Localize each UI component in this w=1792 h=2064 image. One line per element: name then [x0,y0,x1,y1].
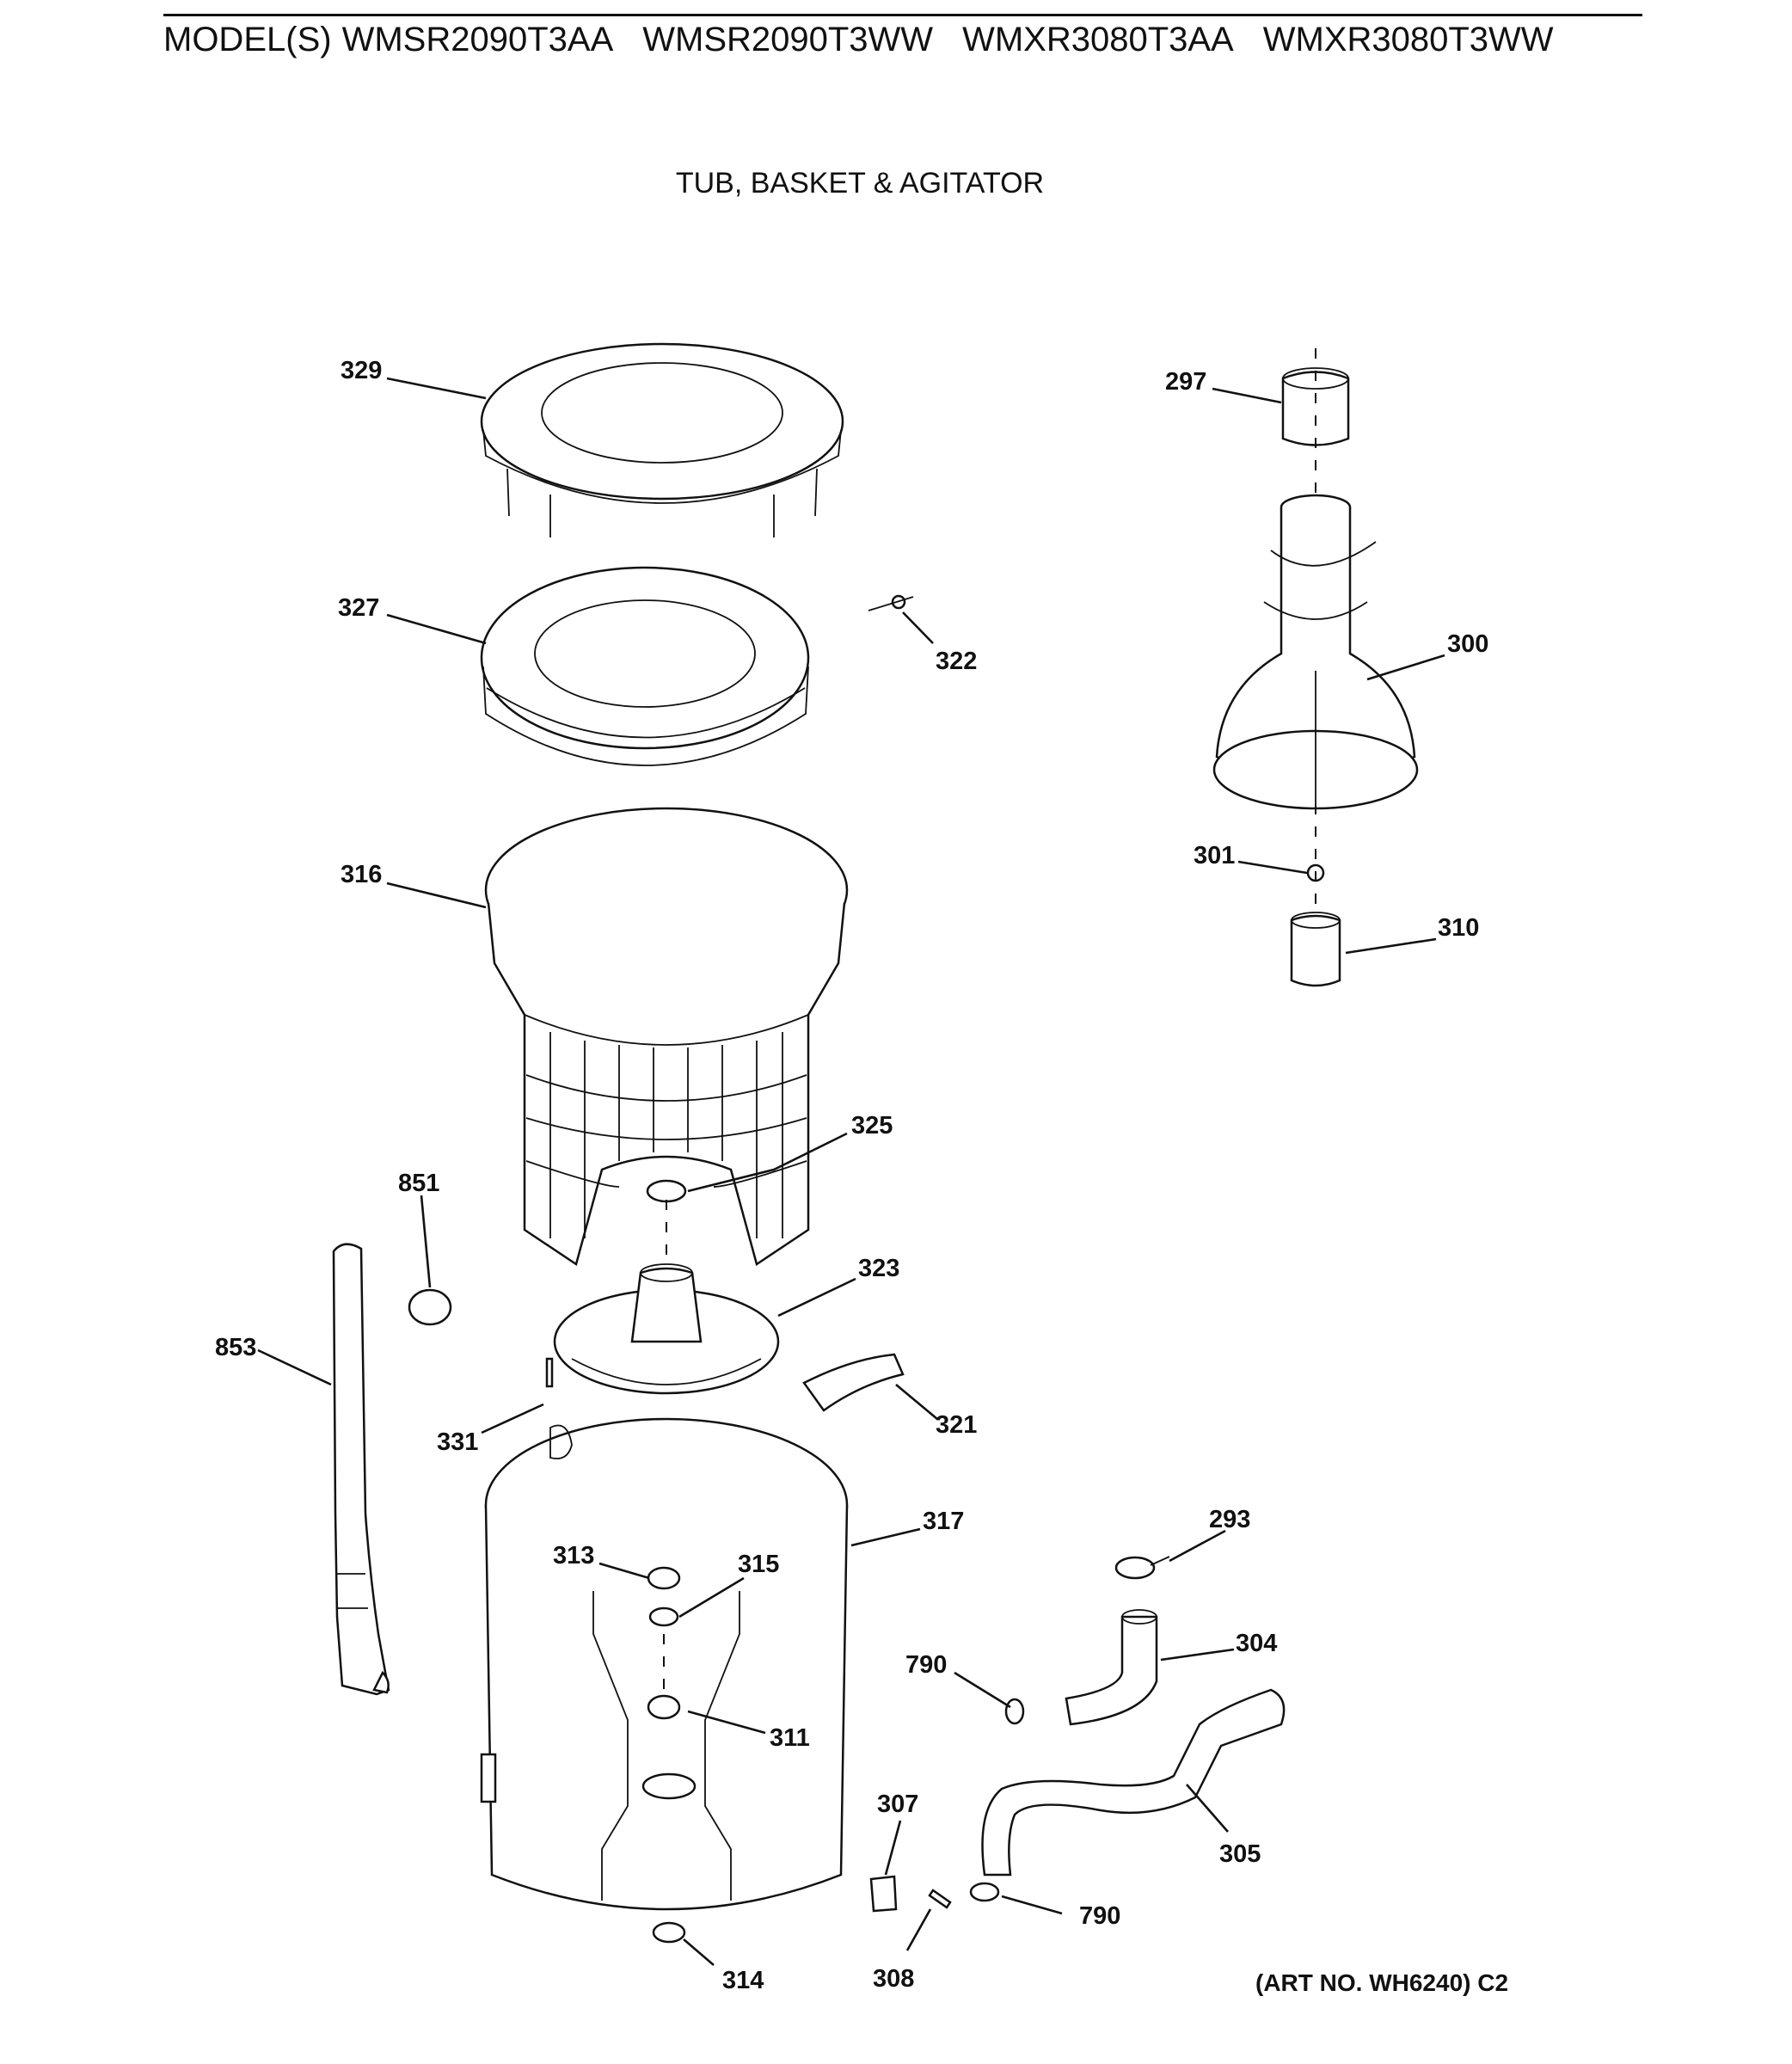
coupling-part [1290,912,1341,987]
agitator-cap-part [1281,367,1350,446]
callout-labels: 329 327 322 316 297 300 301 310 325 851 … [215,357,1488,1994]
callout-851: 851 [398,1170,439,1197]
callout-305: 305 [1219,1840,1261,1868]
bracket-307-part [869,1875,898,1913]
callout-322: 322 [936,648,977,675]
fill-tube-part [332,1243,390,1696]
model-4: WMXR3080T3WW [1262,21,1554,58]
callout-301: 301 [1194,842,1235,869]
alignment-centerlines [663,348,1316,1694]
callout-293: 293 [1209,1506,1250,1533]
knob-851-part [408,1288,452,1326]
header-rule [163,14,1642,16]
drain-hose-part [981,1688,1286,1877]
callout-313: 313 [553,1542,594,1570]
callout-853: 853 [215,1334,256,1361]
callout-297: 297 [1165,368,1206,396]
tub-cover-part [480,342,844,538]
filter-part [802,1353,905,1412]
callout-315: 315 [738,1551,779,1578]
clamp-790-parts [969,1698,1025,1902]
callout-321: 321 [936,1411,977,1439]
model-1: WMSR2090T3AA [341,21,614,58]
pump-hose-part [1065,1609,1158,1726]
callout-300: 300 [1447,630,1488,658]
callout-323: 323 [858,1255,899,1282]
callout-331: 331 [437,1428,478,1456]
callout-304: 304 [1236,1630,1277,1657]
basket-part [484,807,849,1267]
screw-322-part [868,594,914,611]
models-prefix: MODEL(S) [163,21,332,58]
agitator-part [1212,494,1419,810]
callout-316: 316 [341,861,382,888]
art-number: (ART NO. WH6240) C2 [1255,1969,1509,1996]
callout-317: 317 [923,1508,964,1535]
callout-311: 311 [770,1724,810,1752]
balance-ring-part [480,566,810,766]
callout-329: 329 [341,357,382,384]
callout-790-upper: 790 [905,1651,947,1679]
leader-lines [257,377,1445,1966]
hub-part [553,1263,780,1395]
screw-308-part [928,1889,952,1909]
diagram-title: TUB, BASKET & AGITATOR [675,167,1045,200]
callout-307: 307 [877,1791,918,1818]
model-list: MODEL(S) WMSR2090T3AA WMSR2090T3WW WMXR3… [163,21,1642,59]
model-2: WMSR2090T3WW [642,21,934,58]
callout-325: 325 [851,1112,893,1140]
callout-327: 327 [338,594,379,622]
callout-308: 308 [873,1965,914,1993]
callout-790-lower: 790 [1079,1902,1120,1930]
callout-314: 314 [722,1967,764,1994]
callout-310: 310 [1438,914,1479,942]
clamp-293-part [1114,1556,1170,1580]
model-3: WMXR3080T3AA [962,21,1234,58]
screw-331-part [545,1357,554,1388]
